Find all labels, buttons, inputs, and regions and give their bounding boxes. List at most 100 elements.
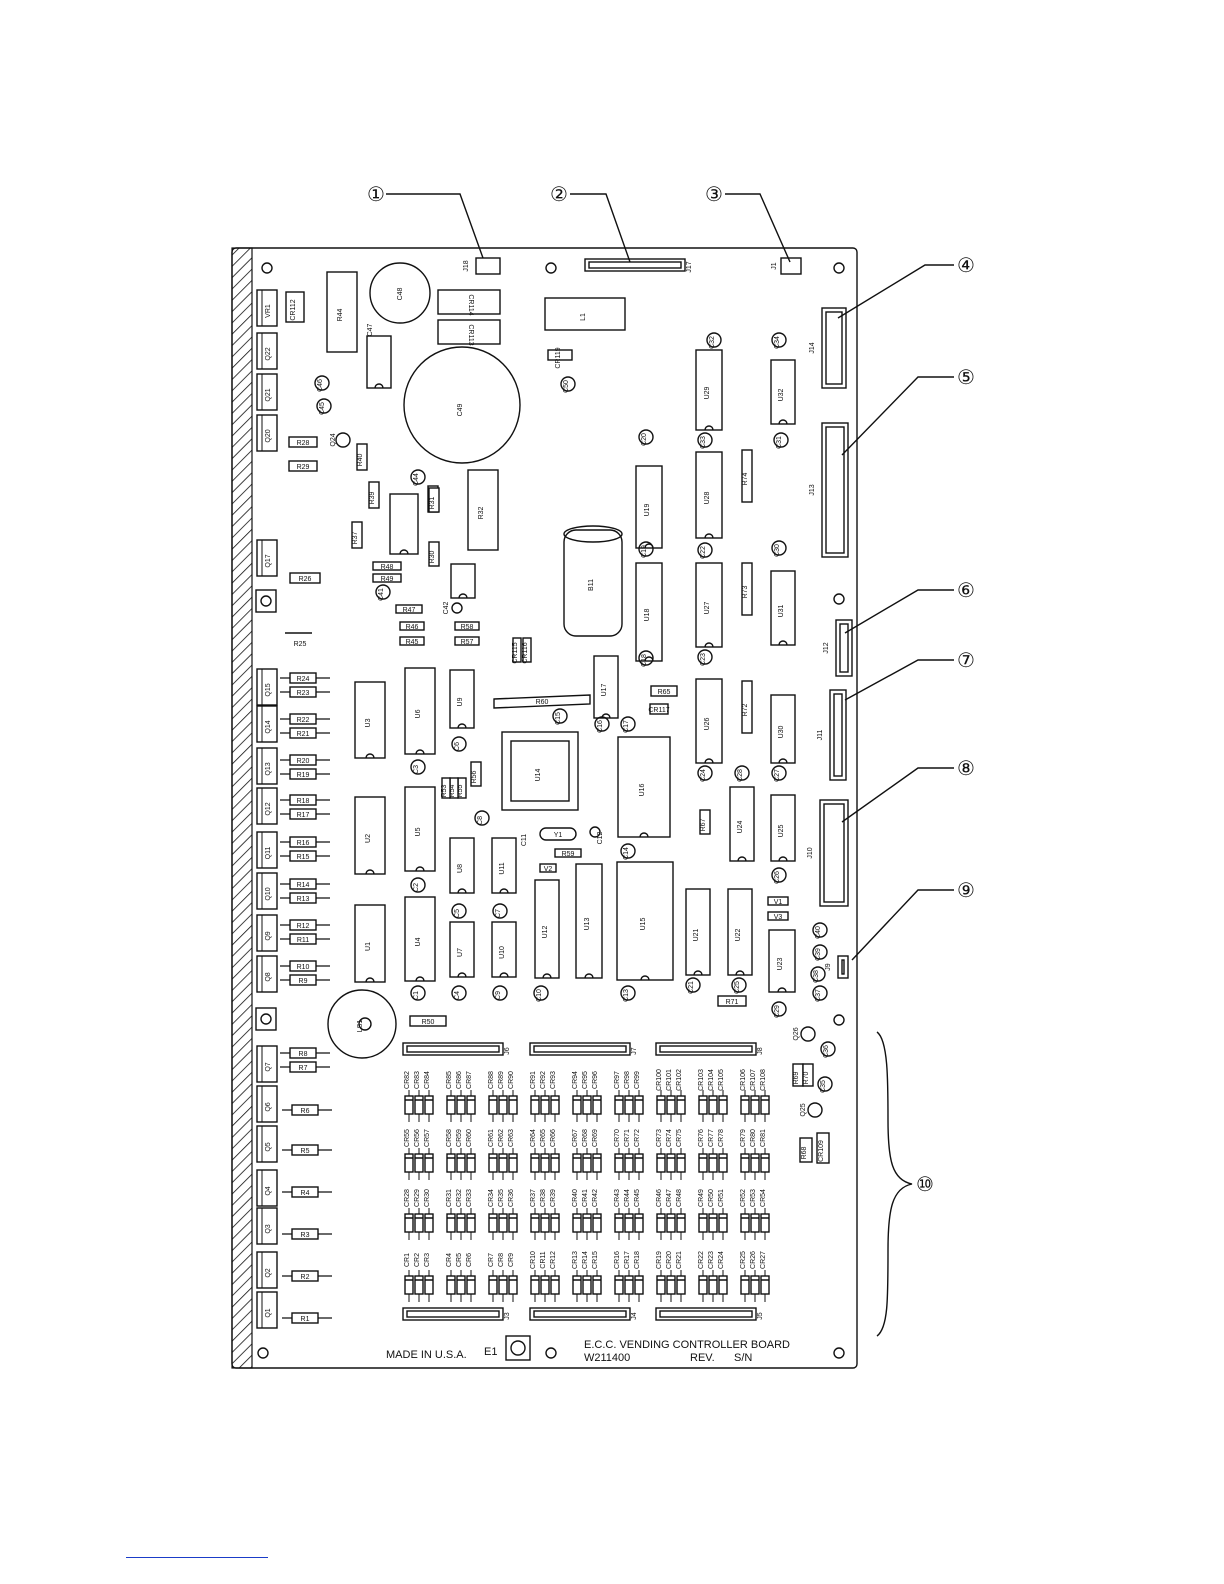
capacitor-c40	[812, 922, 828, 938]
resistor-r74-label: R74	[742, 472, 749, 485]
resistor-r57	[454, 636, 480, 646]
resistor-r57-label: R57	[461, 639, 474, 646]
resistor-body	[289, 727, 317, 739]
ic-notch	[737, 856, 747, 862]
ic-label: U7	[457, 948, 464, 957]
diode-label: CR35	[498, 1189, 505, 1207]
capacitor-c31	[773, 432, 789, 448]
diode-body	[740, 1275, 750, 1295]
resistor-label: R9	[299, 978, 308, 985]
diode-label: CR103	[698, 1069, 705, 1091]
diode-body	[414, 1275, 424, 1295]
diode-body	[414, 1095, 424, 1115]
capacitor-c15	[552, 708, 568, 724]
diode-label: CR84	[424, 1071, 431, 1089]
transistor-label: VR1	[265, 304, 272, 318]
resistor-r53-label: R53	[441, 784, 448, 797]
diode-body	[424, 1275, 434, 1295]
diode-body	[456, 1095, 466, 1115]
diode-label: CR86	[456, 1071, 463, 1089]
resistor-r40-label: R40	[357, 453, 364, 466]
resistor-r32-label: R32	[478, 506, 485, 519]
diode-body	[488, 1275, 498, 1295]
connector-j6-label: J6	[504, 1047, 511, 1055]
left-transistor-column: VR1Q22Q21Q20Q17Q15Q14Q13Q12Q11Q10Q9Q8Q7Q…	[256, 289, 278, 1329]
buzzer-ls1-label: LS1	[357, 1020, 364, 1033]
diode-body	[760, 1213, 770, 1233]
diode-body	[582, 1153, 592, 1173]
resistor-r59	[554, 848, 582, 858]
resistor-r44-label: R44	[337, 308, 344, 321]
capacitor-label: C32	[709, 336, 716, 349]
diode-body	[540, 1213, 550, 1233]
capacitor-c21	[685, 977, 701, 993]
resistor-body	[289, 919, 317, 931]
diode-label: CR73	[656, 1129, 663, 1147]
diode-label: CR87	[466, 1071, 473, 1089]
connector-j3-label: J3	[504, 1312, 511, 1320]
diode-label: CR17	[624, 1251, 631, 1269]
ic-u1	[354, 904, 386, 983]
resistor-label: R4	[301, 1190, 310, 1197]
diode-body	[404, 1095, 414, 1115]
capacitor-c42-label: C42	[443, 601, 450, 614]
capacitor-label: C2	[413, 883, 420, 892]
resistor-label: R1	[301, 1316, 310, 1323]
ic-notch	[693, 970, 703, 976]
diode-label: CR40	[572, 1189, 579, 1207]
ic-label: U29	[704, 386, 711, 399]
resistor-body	[289, 933, 317, 945]
capacitor-label: C26	[774, 871, 781, 884]
diode-body	[666, 1153, 676, 1173]
diode-label: CR25	[740, 1251, 747, 1269]
capacitor-label: C1	[413, 991, 420, 1000]
transistor-label: Q21	[265, 388, 272, 401]
ic-notch	[640, 975, 650, 981]
diode-label: CR27	[760, 1251, 767, 1269]
diode-label: CR31	[446, 1189, 453, 1207]
diode-label: CR19	[656, 1251, 663, 1269]
capacitor-c12	[589, 826, 601, 838]
jumper-v1-label: V1	[774, 899, 783, 906]
resistor-r50	[409, 1015, 447, 1027]
diode-cr119	[547, 349, 573, 361]
resistor-r69-label: R69	[793, 1071, 800, 1084]
ic-label: U12	[542, 925, 549, 938]
transistor-label: Q20	[265, 429, 272, 442]
diode-body	[624, 1153, 634, 1173]
capacitor-c39-label: C39	[815, 948, 822, 961]
diode-body	[760, 1095, 770, 1115]
diode-body	[718, 1095, 728, 1115]
diode-cr113	[437, 319, 501, 345]
transistor-label: Q1	[265, 1308, 272, 1317]
diode-body	[708, 1213, 718, 1233]
diode-label: CR69	[592, 1129, 599, 1147]
resistor-r39-label: R39	[369, 491, 376, 504]
diode-label: CR56	[414, 1129, 421, 1147]
capacitor-label: C17	[623, 720, 630, 733]
diode-label: CR75	[676, 1129, 683, 1147]
capacitor-c41	[375, 584, 391, 600]
diode-body	[656, 1275, 666, 1295]
ic-label: U21	[693, 928, 700, 941]
diode-label: CR78	[718, 1129, 725, 1147]
diode-body	[572, 1213, 582, 1233]
connector-j8-label: J8	[757, 1047, 764, 1055]
diode-body	[466, 1095, 476, 1115]
resistor-r39	[368, 481, 380, 509]
diode-label: CR53	[750, 1189, 757, 1207]
inductor-l1-label: L1	[580, 313, 587, 321]
ic-label: U1	[365, 942, 372, 951]
transistor-label: Q10	[265, 887, 272, 900]
connector-j4-label: J4	[631, 1312, 638, 1320]
ic-u25	[770, 794, 796, 862]
board-rev-label: REV.	[690, 1352, 715, 1364]
diode-label: CR81	[760, 1129, 767, 1147]
capacitor-label: C25	[734, 981, 741, 994]
ic-notch	[499, 888, 509, 894]
diode-label: CR52	[740, 1189, 747, 1207]
resistor-label: R11	[297, 937, 309, 944]
diode-body	[456, 1275, 466, 1295]
